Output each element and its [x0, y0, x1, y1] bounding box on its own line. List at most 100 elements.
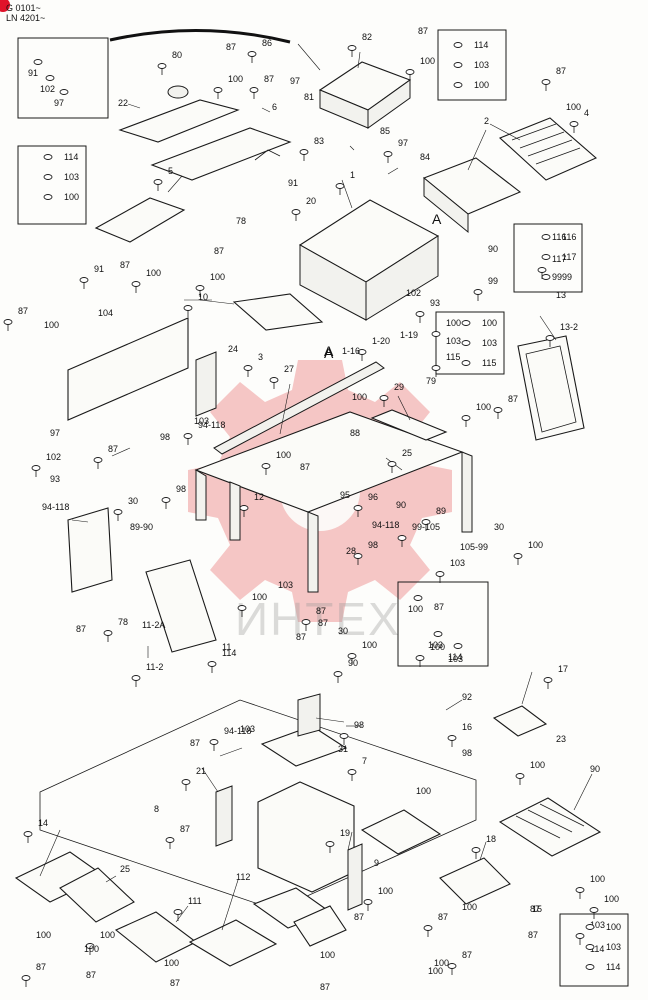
fastener-head-icon	[589, 907, 599, 913]
fastener-head-icon	[213, 87, 223, 93]
inset-fastener-icon	[453, 62, 463, 68]
fastener-head-icon	[575, 933, 585, 939]
fastener-head-icon	[461, 415, 471, 421]
part-label-90: 90	[396, 500, 406, 510]
part-label-100: 100	[352, 392, 367, 402]
inset-fastener-icon	[541, 254, 551, 260]
part-label-87: 87	[354, 912, 364, 922]
part-label-87: 87	[462, 950, 472, 960]
part-label-87: 87	[214, 246, 224, 256]
part-label-112: 112	[236, 872, 250, 882]
fastener-head-icon	[339, 733, 349, 739]
part-label-97: 97	[398, 138, 408, 148]
fastener-head-icon	[347, 45, 357, 51]
fastener-head-icon	[261, 463, 271, 469]
part-label-87: 87	[264, 74, 274, 84]
inset-fastener-icon	[59, 89, 69, 95]
part-label-16: 16	[462, 722, 472, 732]
inset-right-1-label-117: 117	[562, 252, 576, 262]
inset-right-2-label-115: 115	[482, 358, 496, 368]
part-label-103: 103	[278, 580, 293, 590]
inset-top-left-label-97: 97	[54, 98, 64, 108]
part-label-100: 100	[320, 950, 335, 960]
part-label-103: 103	[446, 336, 461, 346]
fastener-head-icon	[181, 779, 191, 785]
part-label-98: 98	[354, 720, 364, 730]
part-6-handle	[254, 149, 281, 161]
part-label-82: 82	[362, 32, 372, 42]
part-label-6: 6	[272, 102, 277, 112]
part-label-100: 100	[420, 56, 435, 66]
part-label-94-118: 94-118	[42, 502, 69, 512]
part-label-81: 81	[304, 92, 314, 102]
part-label-90: 90	[590, 764, 600, 774]
fastener-head-icon	[173, 909, 183, 915]
fastener-head-icon	[325, 841, 335, 847]
part-label-114: 114	[222, 648, 236, 658]
part-label-100: 100	[604, 894, 619, 904]
part-label-78: 78	[118, 617, 128, 627]
part-label-89: 89	[436, 506, 446, 516]
part-label-5: 5	[168, 166, 173, 176]
inset-top-right-label-114: 114	[474, 40, 488, 50]
part-label-103: 103	[194, 416, 209, 426]
part-label-100: 100	[362, 640, 377, 650]
part-label-99: 99	[488, 276, 498, 286]
part-18-plate-lower	[293, 905, 347, 947]
part-label-94-118: 94-118	[224, 726, 251, 736]
fastener-head-icon	[131, 281, 141, 287]
part-label-100: 100	[530, 760, 545, 770]
part-label-11: 11	[222, 642, 231, 652]
part-label-87: 87	[418, 26, 428, 36]
part-label-100: 100	[84, 944, 99, 954]
inset-fastener-icon	[453, 42, 463, 48]
part-label-97: 97	[50, 428, 60, 438]
part-label-31: 31	[338, 744, 348, 754]
fastener-head-icon	[239, 505, 249, 511]
part-label-115: 115	[446, 352, 460, 362]
part-label-1: 1	[350, 170, 355, 180]
inset-center-label-100: 100	[408, 604, 423, 614]
fastener-head-icon	[537, 267, 547, 273]
part-label-87: 87	[120, 260, 130, 270]
part-label-84: 84	[420, 152, 430, 162]
part-label-28: 28	[346, 546, 356, 556]
fastener-head-icon	[209, 739, 219, 745]
part-label-11-2A: 11-2A	[142, 620, 165, 630]
part-label-103: 103	[450, 558, 465, 568]
fastener-head-icon	[31, 465, 41, 471]
part-label-100: 100	[566, 102, 581, 112]
part-label-91: 91	[94, 264, 104, 274]
fastener-head-icon	[347, 769, 357, 775]
inset-fastener-icon	[43, 154, 53, 160]
inset-right-2-label-103: 103	[482, 338, 497, 348]
part-label-92: 92	[462, 692, 472, 702]
part-27-bar	[213, 361, 385, 455]
part-label-96: 96	[368, 492, 378, 502]
part-23-plate	[492, 705, 548, 737]
part-8-post	[215, 785, 233, 847]
fastener-head-icon	[363, 899, 373, 905]
part-82-box-side	[367, 79, 411, 129]
part-6-cover	[150, 127, 292, 181]
fastener-head-icon	[423, 925, 433, 931]
part-label-114: 114	[590, 944, 604, 954]
part-11-panel	[145, 559, 217, 653]
part-label-29: 29	[394, 382, 404, 392]
inset-center-label-103: 103	[428, 640, 443, 650]
part-label-100: 100	[528, 540, 543, 550]
part-label-23: 23	[556, 734, 566, 744]
fastener-head-icon	[249, 87, 259, 93]
part-label-100: 100	[462, 902, 477, 912]
part-label-87: 87	[528, 930, 538, 940]
inset-fastener-icon	[541, 234, 551, 240]
part-label-116: 116	[552, 232, 566, 242]
fastener-head-icon	[247, 51, 257, 57]
inset-left-label-103: 103	[64, 172, 79, 182]
part-label-100: 100	[44, 320, 59, 330]
part-label-95: 95	[340, 490, 350, 500]
inset-bottom-right-label-100: 100	[606, 922, 621, 932]
part-14-plate	[360, 809, 442, 855]
fastener-head-icon	[207, 661, 217, 667]
